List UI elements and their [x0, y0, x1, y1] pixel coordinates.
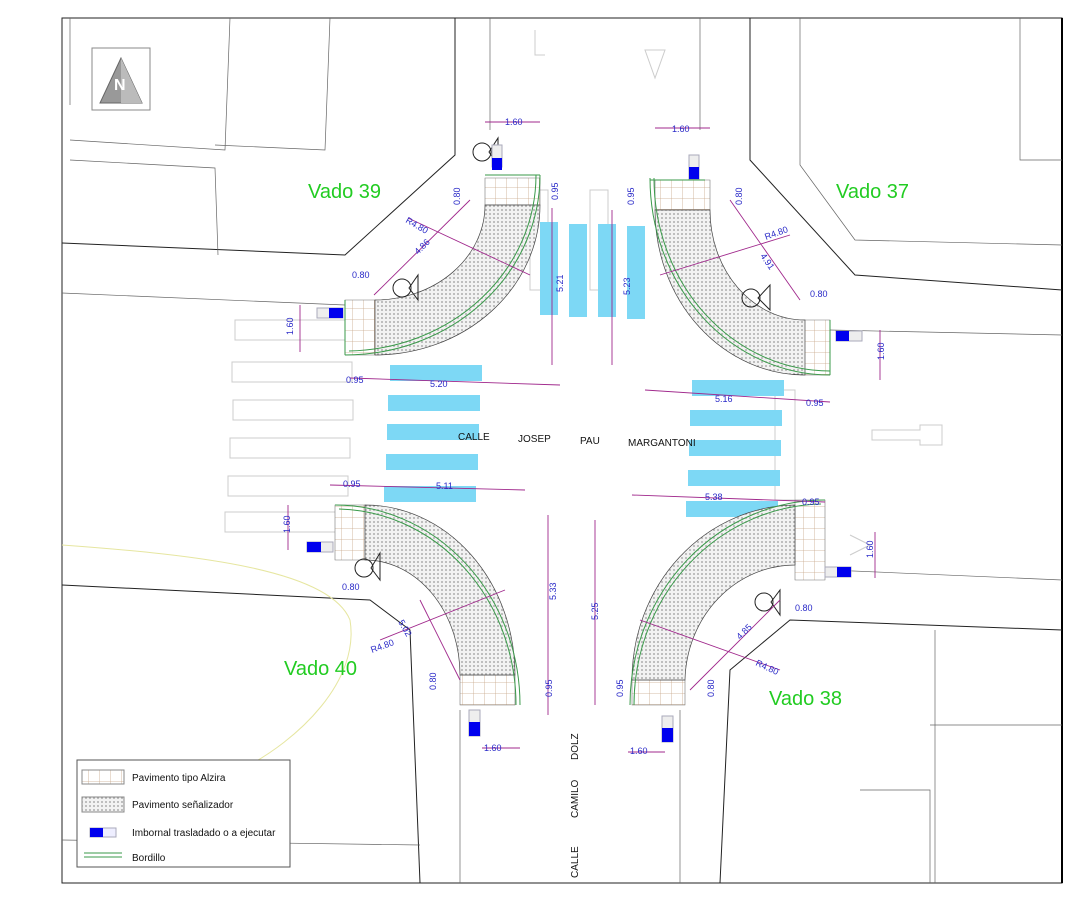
legend-label: Bordillo [132, 853, 166, 864]
dim-label: 0.80 [810, 289, 828, 299]
dim-label: 0.95 [343, 479, 361, 489]
vado-38-label: Vado 38 [769, 688, 842, 710]
vado-38-dimensions: 5.38 0.95 1.60 0.80 4.85 R4.80 0.80 0.95… [590, 492, 875, 756]
legend-label: Pavimento tipo Alzira [132, 773, 226, 784]
dim-label: 0.95 [802, 497, 820, 507]
dim-label: R4.80 [369, 637, 395, 655]
legend-label: Pavimento señalizador [132, 800, 234, 811]
dim-label: 0.95 [806, 398, 824, 408]
dim-label: 0.80 [706, 679, 716, 697]
dim-label: 5.21 [555, 274, 565, 292]
vado-40-corner [334, 504, 521, 706]
street-name-horizontal: CALLE JOSEP PAU MARGANTONI [458, 432, 696, 449]
vado-39-dimensions: 1.60 0.95 0.80 R4.80 4.86 0.80 1.60 0.95… [285, 117, 565, 389]
dim-label: 5.20 [430, 379, 448, 389]
drawing-frame [61, 17, 1063, 884]
vado-40-label: Vado 40 [284, 658, 357, 680]
street-word: DOLZ [570, 733, 581, 760]
traffic-arrow-icon [644, 49, 666, 80]
vado-39-corner [344, 174, 541, 356]
dim-label: 1.60 [630, 746, 648, 756]
vado-39-label: Vado 39 [308, 181, 381, 203]
dim-label: 1.60 [505, 117, 523, 127]
dim-label: 1.60 [876, 342, 886, 360]
dim-label: 1.60 [865, 540, 875, 558]
dim-label: 0.80 [795, 603, 813, 613]
legend: Pavimento tipo Alzira Pavimento señaliza… [76, 759, 291, 868]
dim-label: 5.02 [396, 618, 413, 638]
dim-label: 0.80 [452, 187, 462, 205]
dim-label: 0.95 [544, 679, 554, 697]
dim-label: 1.60 [285, 317, 295, 335]
dim-label: 0.95 [615, 679, 625, 697]
street-name-vertical: CALLE CAMILO DOLZ [570, 733, 581, 878]
street-word: JOSEP [518, 434, 551, 445]
dim-label: 4.85 [734, 622, 753, 641]
street-word: CALLE [458, 432, 490, 443]
vado-37-corner [649, 177, 831, 376]
dim-label: 0.80 [352, 270, 370, 280]
legend-label: Imbornal trasladado o a ejecutar [132, 828, 276, 839]
street-word: CAMILO [570, 779, 581, 818]
vado-38-corner [629, 499, 826, 706]
dim-label: 5.11 [436, 481, 453, 491]
dim-label: 5.16 [715, 394, 733, 404]
traffic-arrow-icon [871, 424, 943, 446]
crosswalk-west [384, 365, 482, 502]
dim-label: 0.95 [346, 375, 364, 385]
dim-label: 4.91 [758, 251, 776, 271]
street-word: MARGANTONI [628, 438, 696, 449]
dim-label: 0.95 [626, 187, 636, 205]
traffic-arrow-icon [534, 30, 545, 56]
dim-label: 5.23 [622, 277, 632, 295]
dim-label: 0.80 [342, 582, 360, 592]
dim-label: R4.80 [404, 215, 430, 236]
dim-label: 0.95 [550, 182, 560, 200]
north-arrow-icon: N [91, 47, 151, 111]
dim-label: 5.25 [590, 602, 600, 620]
dim-label: 1.60 [282, 515, 292, 533]
street-word: CALLE [570, 846, 581, 878]
dim-label: R4.80 [754, 658, 780, 677]
dim-label: 1.60 [672, 124, 690, 134]
traffic-arrow-icon [849, 534, 872, 556]
street-word: PAU [580, 436, 600, 447]
vado-37-label: Vado 37 [836, 181, 909, 203]
old-crosswalk-marks [224, 30, 943, 556]
dimension-lines [287, 121, 881, 753]
vado-37-dimensions: 1.60 0.95 0.80 R4.80 4.91 0.80 1.60 0.95… [622, 124, 886, 408]
dim-label: 0.80 [734, 187, 744, 205]
dim-label: 0.80 [428, 672, 438, 690]
dim-label: 1.60 [484, 743, 502, 753]
crosswalk-east [686, 380, 784, 517]
legend-senalizador-swatch [81, 796, 125, 813]
dim-label: 4.86 [412, 237, 431, 256]
dim-label: 5.33 [548, 582, 558, 600]
legend-alzira-swatch [81, 769, 125, 785]
dim-label: 5.38 [705, 492, 723, 502]
drain-icons [306, 144, 863, 743]
parcel-lines [61, 17, 1063, 884]
north-label: N [114, 77, 126, 94]
crosswalk-north [540, 222, 645, 319]
